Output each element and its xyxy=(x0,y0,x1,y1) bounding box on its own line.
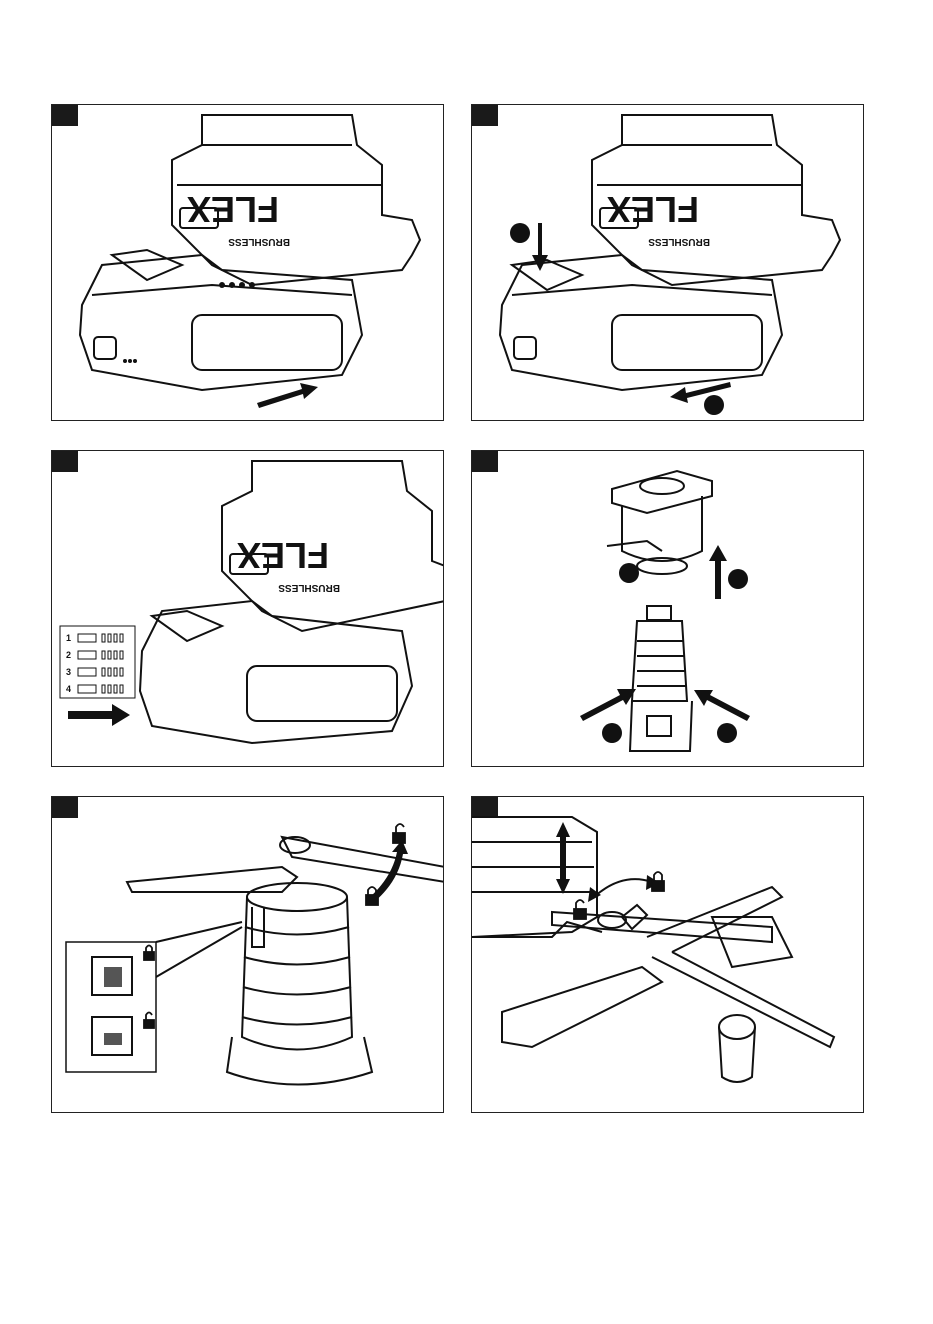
legend-level-2: 2 xyxy=(66,650,71,660)
router-base-removal-illustration xyxy=(472,451,864,767)
step-dot-icon xyxy=(619,563,639,583)
figure-panel-4 xyxy=(471,450,864,767)
brand-logo: FLEX xyxy=(607,189,699,230)
figure-panel-2: FLEX BRUSHLESS xyxy=(471,104,864,421)
brand-logo: FLEX xyxy=(237,535,329,576)
arrow-icon xyxy=(68,704,130,726)
collet-wrench-illustration xyxy=(52,797,444,1113)
arrow-icon xyxy=(694,690,750,721)
subbrand-label: BRUSHLESS xyxy=(278,582,340,593)
legend-level-4: 4 xyxy=(66,684,71,694)
charge-level-legend: 1 2 3 4 xyxy=(60,626,135,698)
step-dot-icon xyxy=(602,723,622,743)
arrow-icon xyxy=(257,383,318,408)
subbrand-label: BRUSHLESS xyxy=(228,236,290,247)
lock-icon xyxy=(144,946,154,961)
figure-panel-3: FLEX BRUSHLESS 1 2 3 4 xyxy=(51,450,444,767)
step-dot-icon xyxy=(704,395,724,415)
figure-panel-1: FLEX BRUSHLESS xyxy=(51,104,444,421)
legend-level-3: 3 xyxy=(66,667,71,677)
subbrand-label: BRUSHLESS xyxy=(648,236,710,247)
unlock-icon xyxy=(393,824,405,843)
battery-pack-removal-illustration: FLEX BRUSHLESS xyxy=(52,105,444,421)
lock-icon xyxy=(652,872,664,891)
step-dot-icon xyxy=(717,723,737,743)
brand-logo: FLEX xyxy=(187,189,279,230)
legend-level-1: 1 xyxy=(66,633,71,643)
step-dot-icon xyxy=(728,569,748,589)
arrow-icon xyxy=(556,822,570,894)
battery-pack-release-illustration: FLEX BRUSHLESS xyxy=(472,105,864,421)
lock-icon xyxy=(366,887,378,905)
arrow-icon xyxy=(594,879,652,897)
arrow-icon xyxy=(580,689,636,721)
step-dot-icon xyxy=(510,223,530,243)
figure-panel-5 xyxy=(51,796,444,1113)
battery-charge-indicator-illustration: FLEX BRUSHLESS 1 2 3 4 xyxy=(52,451,444,767)
arrow-icon xyxy=(709,545,727,599)
edge-guide-clamp-illustration xyxy=(472,797,864,1113)
unlock-icon xyxy=(144,1013,154,1029)
figure-panel-6 xyxy=(471,796,864,1113)
unlock-icon xyxy=(574,900,586,919)
